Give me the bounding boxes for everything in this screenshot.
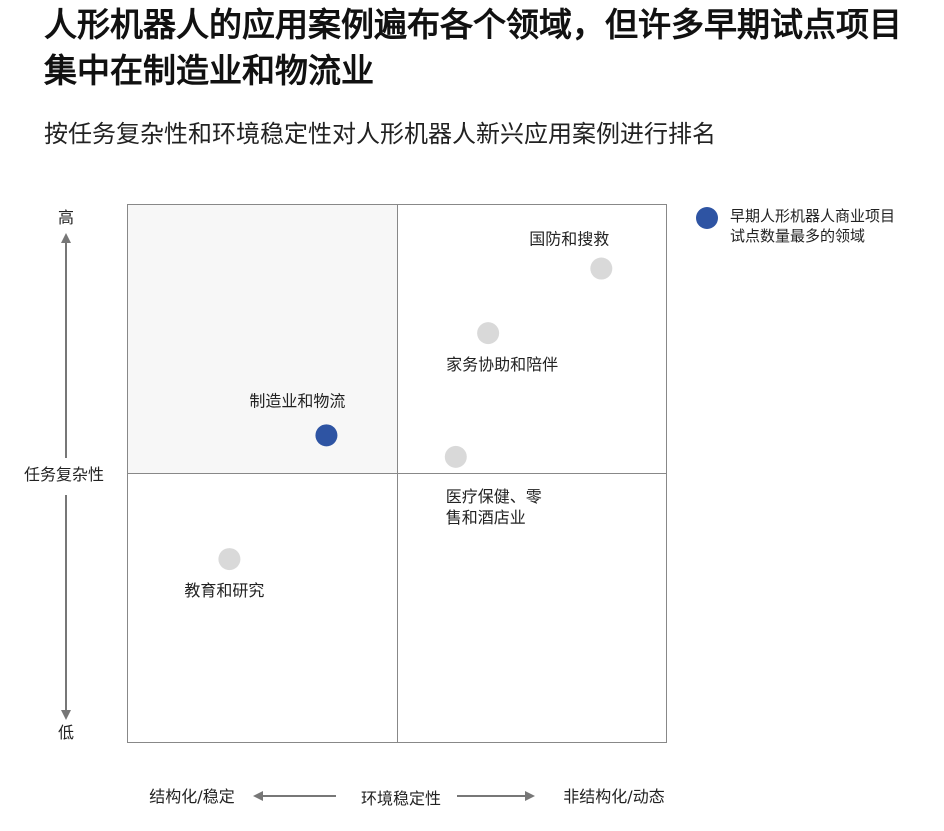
data-point-label: 家务协助和陪伴 — [446, 355, 558, 374]
data-point-label: 教育和研究 — [184, 581, 264, 600]
y-axis-label: 任务复杂性 — [24, 465, 104, 484]
data-point — [590, 257, 613, 280]
data-point-label: 售和酒店业 — [446, 508, 526, 527]
legend: 早期人形机器人商业项目试点数量最多的领域 — [696, 206, 900, 246]
data-point — [315, 424, 338, 447]
x-high-label: 非结构化/动态 — [563, 787, 664, 806]
data-point — [444, 445, 467, 468]
chart-subtitle: 按任务复杂性和环境稳定性对人形机器人新兴应用案例进行排名 — [44, 120, 716, 148]
chart-title: 人形机器人的应用案例遍布各个领域，但许多早期试点项目集中在制造业和物流业 — [44, 5, 902, 90]
x-low-label: 结构化/稳定 — [149, 787, 234, 806]
legend-circle-icon — [696, 207, 718, 229]
legend-label: 早期人形机器人商业项目试点数量最多的领域 — [730, 207, 896, 245]
y-low-label: 低 — [58, 723, 74, 742]
data-point — [477, 322, 500, 345]
data-point-label: 国防和搜救 — [529, 230, 609, 249]
data-point — [218, 548, 241, 571]
y-high-label: 高 — [58, 208, 74, 227]
data-point-label: 制造业和物流 — [249, 391, 345, 410]
quadrant-top-left-fill — [127, 204, 397, 473]
data-point-label: 医疗保健、零 — [446, 487, 542, 506]
x-axis-label: 环境稳定性 — [361, 789, 441, 808]
